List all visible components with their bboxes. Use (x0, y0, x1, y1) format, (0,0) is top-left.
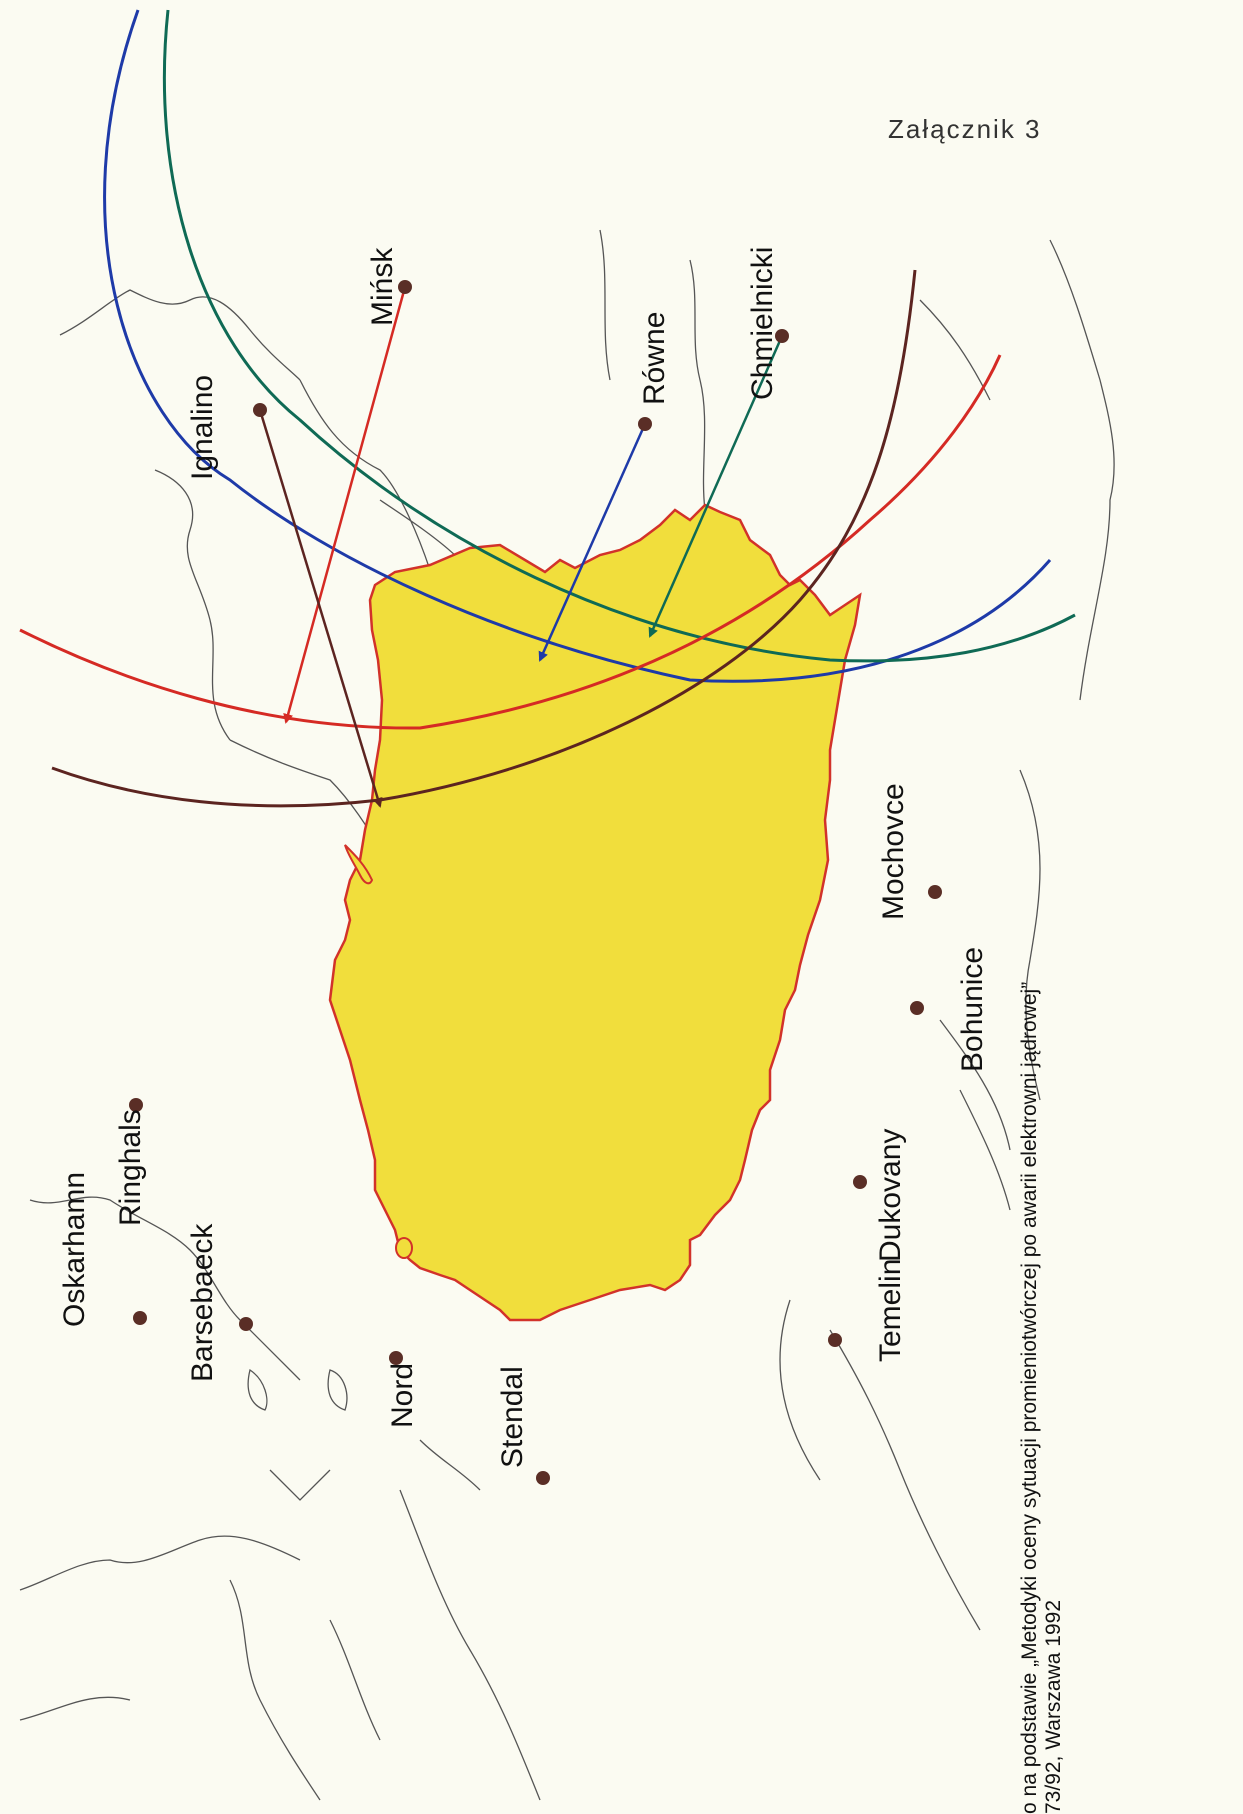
label-rowne: Równe (638, 312, 671, 405)
arrow-ignalino (258, 409, 383, 808)
plant-dot (828, 1333, 842, 1347)
label-barsebaeck: Barsebaeck (186, 1223, 219, 1382)
arrow-minsk (283, 286, 407, 724)
plant-minsk: Mińsk (366, 247, 412, 326)
plant-stendal: Stendal (496, 1366, 550, 1485)
label-dukovany: Dukovany (874, 1129, 907, 1262)
label-chmielnicki: Chmielnicki (746, 247, 779, 400)
plant-dot (853, 1175, 867, 1189)
arc-green (162, 9, 1076, 663)
plant-dukovany: Dukovany (853, 1129, 907, 1262)
page-title: Załącznik 3 (888, 114, 1042, 144)
plant-dot (129, 1098, 143, 1112)
country-borders (19, 229, 1115, 1801)
arc-red (19, 354, 1002, 730)
plant-barsebaeck: Barsebaeck (186, 1223, 253, 1382)
label-ringhals: Ringhals (114, 1109, 147, 1226)
label-oskarhamn: Oskarhamn (58, 1172, 91, 1327)
plant-markers: Mińsk Ignalino Równe Chmielnicki Mochovc… (58, 247, 989, 1485)
label-temelin: Temelin (874, 1259, 907, 1362)
arc-brown (51, 269, 917, 808)
plant-mochovce: Mochovce (877, 783, 942, 920)
plant-dot (398, 280, 412, 294)
plant-ringhals: Ringhals (114, 1098, 147, 1226)
plant-dot (928, 885, 942, 899)
plant-oskarhamn: Oskarhamn (58, 1172, 147, 1327)
source-line-2: 73/92, Warszawa 1992 (1042, 1600, 1065, 1814)
plant-rowne: Równe (638, 312, 671, 431)
plant-arrows (258, 286, 784, 808)
plant-nord: Nord (386, 1351, 419, 1428)
arrow-chmielnicki (648, 335, 784, 638)
plant-dot (638, 417, 652, 431)
affected-region (328, 503, 862, 1322)
plant-bohunice: Bohunice (910, 947, 989, 1072)
plant-temelin: Temelin (828, 1259, 907, 1362)
distance-arcs (19, 9, 1076, 808)
plant-dot (389, 1351, 403, 1365)
plant-dot (253, 403, 267, 417)
label-nord: Nord (386, 1363, 419, 1428)
arc-blue (103, 9, 1052, 683)
label-stendal: Stendal (496, 1366, 529, 1468)
plant-dot (536, 1471, 550, 1485)
arrow-rowne (538, 423, 647, 662)
plant-dot (133, 1311, 147, 1325)
label-mochovce: Mochovce (877, 783, 910, 920)
plant-ignalino: Ignalino (186, 375, 267, 480)
source-note: o na podstawie „Metodyki oceny sytuacji … (1018, 982, 1065, 1814)
label-bohunice: Bohunice (956, 947, 989, 1072)
plant-dot (910, 1001, 924, 1015)
coastal-spit (344, 844, 374, 885)
plant-dot (239, 1317, 253, 1331)
source-line-1: o na podstawie „Metodyki oceny sytuacji … (1018, 982, 1041, 1814)
small-island (395, 1237, 413, 1259)
plant-dot (775, 329, 789, 343)
label-minsk: Mińsk (366, 247, 399, 326)
plant-chmielnicki: Chmielnicki (746, 247, 789, 400)
label-ignalino: Ignalino (186, 375, 219, 480)
